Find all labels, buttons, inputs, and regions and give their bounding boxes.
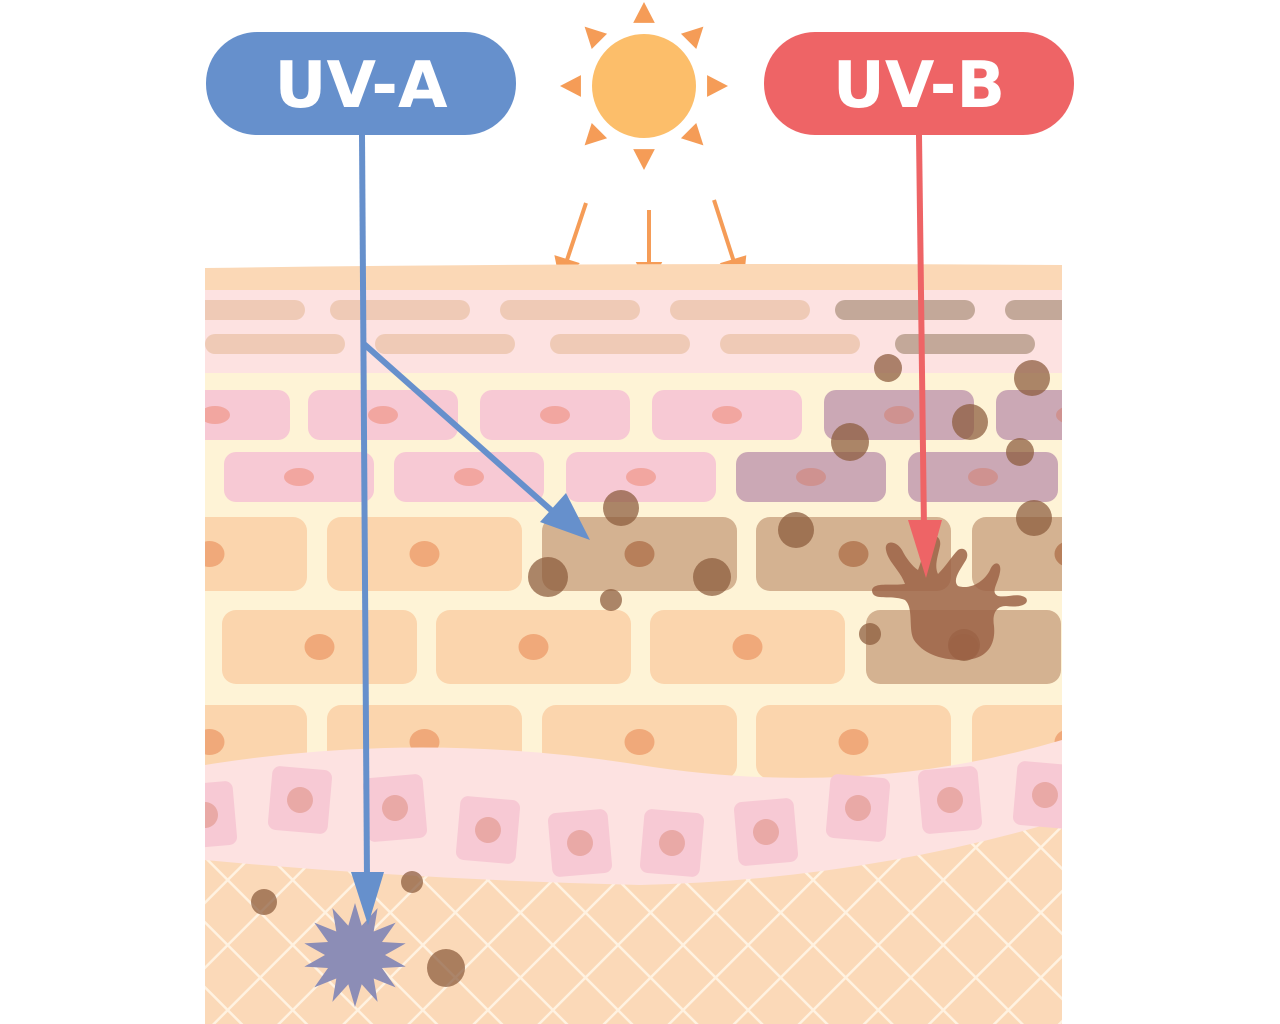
- uva-deep-arrow-head: [351, 872, 384, 925]
- melanin-granule: [874, 354, 902, 382]
- cell-nucleus: [540, 406, 570, 424]
- cell-nucleus: [287, 787, 313, 813]
- cell-nucleus: [454, 468, 484, 486]
- cell-nucleus: [659, 830, 685, 856]
- melanin-granule: [693, 558, 731, 596]
- skin-cross-section: [205, 264, 1062, 1024]
- cell-nucleus: [368, 406, 398, 424]
- melanin-granule: [528, 557, 568, 597]
- stratum-flat-cell: [500, 300, 640, 320]
- basal-cell: [205, 517, 307, 591]
- cell-nucleus: [205, 729, 225, 755]
- cell-nucleus: [884, 406, 914, 424]
- cell-nucleus: [1032, 782, 1058, 808]
- cell-nucleus: [304, 634, 335, 660]
- melanin-granule: [251, 889, 277, 915]
- uva-label-text: UV-A: [275, 49, 448, 123]
- uva-deep-arrow-line: [359, 134, 370, 881]
- cell-nucleus: [626, 468, 656, 486]
- cell-nucleus: [838, 729, 869, 755]
- sun-icon: [560, 2, 728, 170]
- melanin-granule: [778, 512, 814, 548]
- melanin-granule: [1016, 500, 1052, 536]
- melanin-granule: [1006, 438, 1034, 466]
- basal-band-cell: [639, 809, 705, 877]
- spinous-cell: [205, 390, 290, 440]
- cell-nucleus: [409, 541, 440, 567]
- cell-nucleus: [624, 541, 655, 567]
- cell-nucleus: [567, 830, 593, 856]
- basal-cell: [972, 517, 1062, 591]
- stratum-flat-cell: [895, 334, 1035, 354]
- cell-nucleus: [753, 819, 779, 845]
- stratum-flat-cell: [835, 300, 975, 320]
- cell-nucleus: [284, 468, 314, 486]
- uva-label: UV-A: [206, 32, 516, 135]
- melanin-granule: [952, 404, 988, 440]
- sun-ray: [680, 122, 704, 146]
- melanin-granule: [603, 490, 639, 526]
- sun-ray: [633, 149, 655, 170]
- melanin-granule: [1014, 360, 1050, 396]
- damage-star-icon: [304, 903, 406, 1007]
- basal-band-cell: [1012, 761, 1062, 829]
- stratum-flat-cell: [330, 300, 470, 320]
- basal-band-cell: [205, 781, 238, 849]
- uvb-arrow: [908, 134, 942, 578]
- cell-nucleus: [796, 468, 826, 486]
- stratum-flat-cell: [205, 334, 345, 354]
- sun-ray: [707, 75, 728, 97]
- basal-band-cell-body: [205, 781, 238, 849]
- basal-band-cell: [455, 796, 521, 864]
- spinous-cell: [996, 390, 1062, 440]
- cell-nucleus: [1056, 407, 1062, 423]
- stratum-flat-cell: [375, 334, 515, 354]
- cell-nucleus: [382, 795, 408, 821]
- melanin-granule: [831, 423, 869, 461]
- stratum-flat-cell: [550, 334, 690, 354]
- cell-nucleus: [712, 406, 742, 424]
- basal-band-cell: [547, 809, 613, 877]
- basal-band-cell: [825, 774, 891, 842]
- sun-ray: [584, 122, 608, 146]
- basal-band-cell: [733, 798, 799, 866]
- stratum-flat-cell: [1005, 300, 1062, 320]
- stratum-flat-cell: [720, 334, 860, 354]
- uva-label-pill: [206, 32, 516, 135]
- cell-nucleus: [845, 795, 871, 821]
- uvb-label: UV-B: [764, 32, 1074, 135]
- sun-ray: [584, 26, 608, 50]
- melanin-granule: [401, 871, 423, 893]
- melanin-granule: [600, 589, 622, 611]
- uva-branch-arrow-line: [362, 341, 562, 521]
- melanin-granule: [859, 623, 881, 645]
- uvb-label-pill: [764, 32, 1074, 135]
- cell-nucleus: [624, 729, 655, 755]
- stratum-flat-cell: [670, 300, 810, 320]
- sun-ray: [560, 75, 581, 97]
- cell-nucleus: [205, 802, 218, 828]
- cell-nucleus: [732, 634, 763, 660]
- cell-nucleus: [968, 468, 998, 486]
- uva-branch-arrow-head: [540, 493, 590, 540]
- cell-nucleus: [937, 787, 963, 813]
- cell-nucleus: [475, 817, 501, 843]
- basal-band-cell: [267, 766, 333, 834]
- cell-nucleus: [205, 541, 225, 567]
- cell-nucleus: [838, 541, 869, 567]
- sun-ray: [680, 26, 704, 50]
- uvb-label-text: UV-B: [833, 49, 1005, 123]
- basal-band-cell: [917, 766, 983, 834]
- cell-nucleus: [1054, 542, 1062, 566]
- sun-ray: [633, 2, 655, 23]
- stratum-flat-cell: [205, 300, 305, 320]
- melanin-granule: [427, 949, 465, 987]
- cell-nucleus: [205, 406, 230, 424]
- basal-band-cell: [362, 774, 428, 842]
- cell-nucleus: [518, 634, 549, 660]
- melanocyte-icon: [872, 535, 1027, 660]
- uva-arrows: [351, 134, 590, 925]
